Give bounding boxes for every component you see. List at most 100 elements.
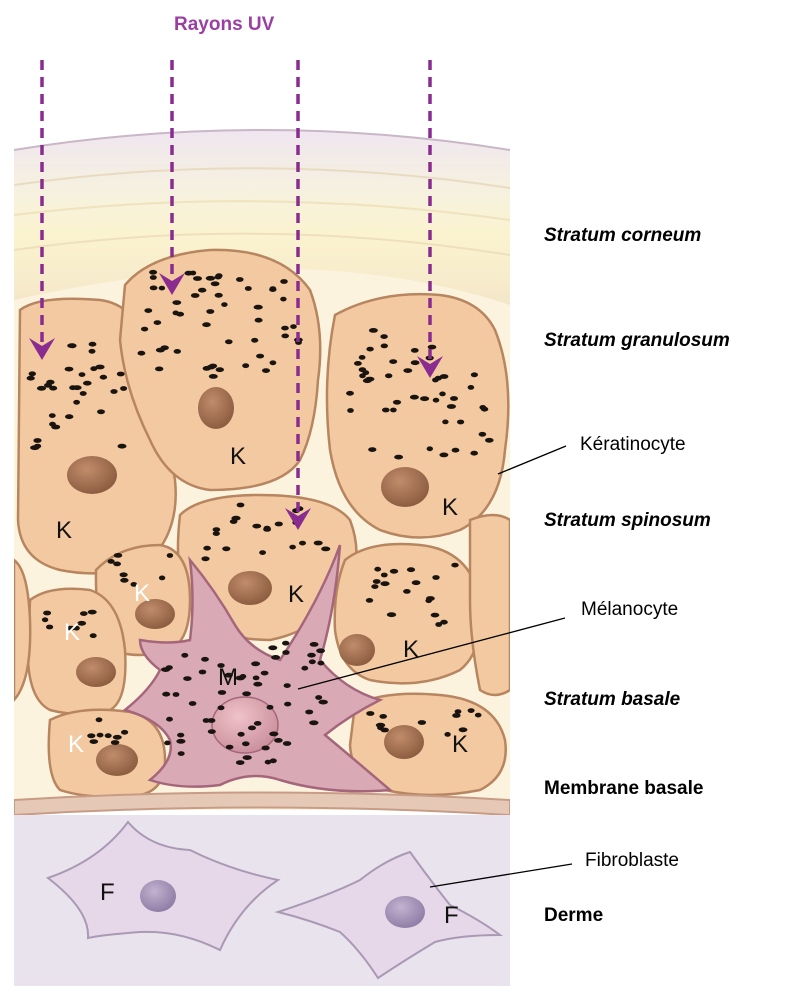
melanin-granule [270,360,277,365]
keratinocyte-nucleus [76,657,116,687]
melanin-granule [211,281,220,286]
melanin-granule [242,741,250,746]
melanin-granule [314,541,323,546]
melanin-granule [254,721,262,726]
melanin-granule [439,453,448,458]
melanin-granule [389,359,397,364]
melanin-granule [447,404,456,409]
melanin-granule [144,308,152,313]
keratinocyte-nucleus [384,725,424,759]
melanin-granule [46,625,53,630]
melanin-granule [236,277,244,282]
melanin-granule [221,302,227,307]
melanin-granule [236,760,245,765]
melanin-granule [80,611,88,616]
melanin-granule [427,446,433,451]
melanin-granule [97,733,104,738]
keratinocyte-letter: K [403,636,419,663]
melanin-granule [263,527,271,532]
melanin-granule [284,683,291,688]
melanin-granule [390,408,397,413]
melanin-granule [167,553,173,558]
melanin-granule [138,351,146,356]
melanin-granule [114,553,123,558]
melanin-granule [96,717,103,722]
melanin-granule [347,408,354,413]
melanin-granule [176,739,185,744]
label-derme: Derme [544,905,603,927]
melanin-granule [89,349,96,354]
melanin-granule [87,733,95,738]
melanin-granule [191,293,200,298]
melanin-granule [198,288,206,293]
melanin-granule [189,701,197,706]
melanin-granule [433,398,440,403]
keratinocyte-letter: K [230,443,246,470]
melanin-granule [42,617,48,622]
melanin-granule [213,531,220,536]
melanin-granule [319,700,328,705]
melanin-granule [203,366,211,371]
melanin-granule [202,322,211,327]
melanin-granule [281,334,289,339]
keratinocyte-cell [470,515,510,695]
melanin-granule [305,710,313,715]
melanin-granule [299,541,306,546]
melanin-granule [80,391,87,396]
melanin-granule [120,386,127,391]
melanin-granule [242,691,251,696]
melanin-granule [173,692,180,697]
melanin-granule [412,580,421,585]
melanin-granule [199,670,207,675]
melanin-granule [316,648,325,653]
melanin-granule [193,276,202,281]
melanin-granule [262,368,270,373]
melanin-granule [359,355,366,360]
melanin-granule [117,372,125,377]
melanin-granule [380,334,387,339]
melanin-granule [209,374,218,379]
melanin-granule [315,695,322,700]
melanin-granule [280,297,286,302]
melanin-granule [242,363,249,368]
melanin-granule [269,287,276,292]
melanin-granule [173,311,179,316]
keratinocyte-letter: K [134,580,150,607]
melanin-granule [362,370,369,375]
melanin-granule [468,385,475,390]
melanin-granule [403,589,411,594]
melanin-granule [411,360,420,365]
melanin-granule [110,389,117,394]
melanin-granule [455,709,462,714]
melanin-granule [29,371,36,376]
melanin-granule [271,655,280,660]
melanin-granule [69,385,76,390]
melanin-granule [166,717,173,722]
melanin-granule [43,611,51,616]
melanin-granule [150,275,157,280]
melanin-granule [65,414,73,419]
melanin-granule [178,751,185,756]
callout-melanocyte: Mélanocyte [581,599,678,621]
melanin-granule [310,642,319,647]
melanin-granule [371,584,378,589]
melanin-granule [275,522,283,527]
melanin-granule [206,276,215,281]
melanin-granule [407,567,415,572]
melanin-granule [390,569,398,574]
melanin-granule [451,563,458,568]
melanin-granule [470,451,478,456]
melanin-granule [283,741,291,746]
melanin-granule [252,524,261,529]
melanin-granule [256,354,264,359]
keratinocyte-nucleus [381,467,429,507]
melanin-granule [420,396,429,401]
keratinocyte-nucleus [96,744,138,776]
melanin-granule [251,661,260,666]
melanin-granule [387,612,396,617]
melanin-granule [432,575,439,580]
keratinocyte-cell [28,589,125,714]
melanin-granule [428,345,437,350]
melanin-granule [34,444,41,449]
